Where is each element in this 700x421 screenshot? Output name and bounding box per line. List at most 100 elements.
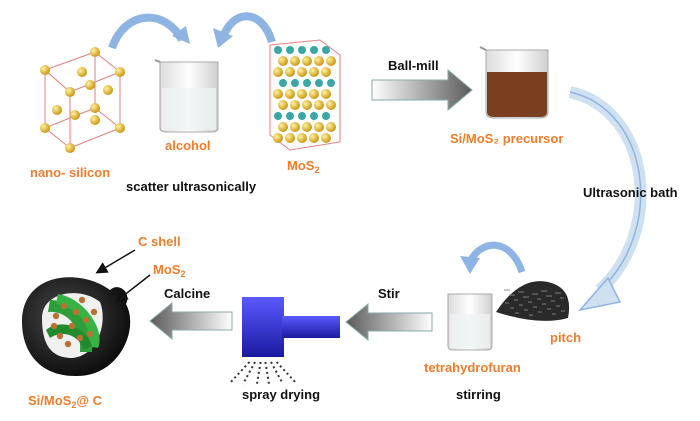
pitch-speck: [561, 310, 563, 312]
pitch-speck: [547, 308, 549, 310]
s-atom: [302, 100, 312, 110]
pitch-speck: [557, 292, 559, 294]
silicon-dot: [56, 332, 64, 340]
pitch-speck: [532, 293, 534, 295]
pitch-speck: [514, 299, 516, 301]
label-final-main: Si/MoS: [28, 393, 72, 408]
s-atom: [273, 133, 283, 143]
label-mos2-shell: MoS2: [153, 262, 185, 279]
s-atom: [309, 67, 319, 77]
stir-arrow-icon: [345, 302, 433, 342]
label-stirring: stirring: [456, 387, 501, 402]
spray-line: [256, 361, 262, 385]
nano-silicon-lattice-icon: [40, 47, 125, 153]
silicon-dot: [90, 308, 98, 316]
mos2-shell-pointer: [115, 274, 151, 302]
label-mos2-main: MoS: [287, 158, 315, 173]
silicon-dot: [82, 316, 90, 324]
curved-arrow-left-icon: [218, 12, 276, 44]
alcohol-beaker-icon: [154, 59, 219, 133]
spray-line: [242, 361, 256, 385]
s-atom: [326, 56, 336, 66]
pitch-speck: [559, 292, 561, 294]
ball-mill-arrow-icon: [371, 68, 473, 112]
pitch-speck: [533, 306, 535, 308]
mo-atom: [274, 112, 282, 120]
pitch-speck: [552, 313, 554, 315]
s-atom: [321, 133, 331, 143]
mo-atom: [298, 112, 306, 120]
mo-atom: [310, 46, 318, 54]
pitch-speck: [544, 303, 546, 305]
s-atom: [309, 89, 319, 99]
pitch-speck: [509, 294, 511, 296]
label-mos2-shell-main: MoS: [153, 262, 181, 277]
label-precursor: Si/MoS₂ precursor: [450, 131, 563, 146]
label-calcine: Calcine: [164, 286, 210, 301]
spray-dryer-icon: [228, 297, 340, 385]
pitch-speck: [546, 295, 548, 297]
pitch-speck: [558, 305, 560, 307]
pitch-speck: [508, 289, 510, 291]
pitch-speck: [528, 301, 530, 303]
silicon-dot: [64, 340, 72, 348]
curved-arrow-right-icon: [108, 13, 186, 50]
mo-atom: [274, 46, 282, 54]
mo-atom: [315, 79, 323, 87]
pitch-speck: [529, 314, 531, 316]
pitch-speck: [518, 291, 520, 293]
mo-atom: [303, 79, 311, 87]
silicon-dot: [86, 330, 94, 338]
label-final-tail: @ C: [76, 393, 102, 408]
s-atom: [273, 89, 283, 99]
mo-atom: [286, 112, 294, 120]
pitch-speck: [525, 296, 527, 298]
pitch-speck: [520, 291, 522, 293]
mo-atom: [286, 46, 294, 54]
label-ball-mill: Ball-mill: [388, 58, 439, 73]
pitch-speck: [562, 297, 564, 299]
s-atom: [290, 122, 300, 132]
pitch-speck: [534, 293, 536, 295]
pitch-speck: [556, 305, 558, 307]
mo-atom: [322, 46, 330, 54]
pitch-speck: [510, 307, 512, 309]
tetrahydrofuran-beaker-icon: [447, 293, 493, 351]
pitch-speck: [549, 308, 551, 310]
pitch-speck: [555, 292, 557, 294]
mo-atom: [298, 46, 306, 54]
s-atom: [321, 67, 331, 77]
pitch-speck: [507, 302, 509, 304]
s-atom: [278, 122, 288, 132]
s-atom: [290, 56, 300, 66]
spray-line: [264, 361, 270, 385]
pitch-speck: [522, 291, 524, 293]
spray-line: [275, 361, 298, 385]
label-tetrahydrofuran: tetrahydrofuran: [424, 360, 521, 375]
s-atom: [278, 56, 288, 66]
s-atom: [285, 89, 295, 99]
s-atom: [285, 67, 295, 77]
s-atom: [297, 67, 307, 77]
pitch-speck: [512, 307, 514, 309]
s-atom: [309, 133, 319, 143]
label-pitch: pitch: [550, 330, 581, 345]
pitch-speck: [505, 302, 507, 304]
pitch-speck: [550, 295, 552, 297]
label-ultrasonic: Ultrasonic bath: [583, 185, 678, 200]
label-alcohol: alcohol: [165, 138, 211, 153]
pitch-speck: [527, 296, 529, 298]
mo-atom: [279, 79, 287, 87]
label-mos2-sub: 2: [314, 165, 319, 175]
s-atom: [297, 89, 307, 99]
pitch-speck: [548, 295, 550, 297]
s-atom: [273, 67, 283, 77]
label-stir: Stir: [378, 286, 400, 301]
label-scatter: scatter ultrasonically: [126, 179, 257, 194]
label-mos2: MoS2: [287, 158, 319, 175]
label-spray-drying: spray drying: [242, 387, 320, 402]
pitch-speck: [554, 313, 556, 315]
pitch-speck: [537, 298, 539, 300]
label-c-shell: C shell: [138, 234, 181, 249]
